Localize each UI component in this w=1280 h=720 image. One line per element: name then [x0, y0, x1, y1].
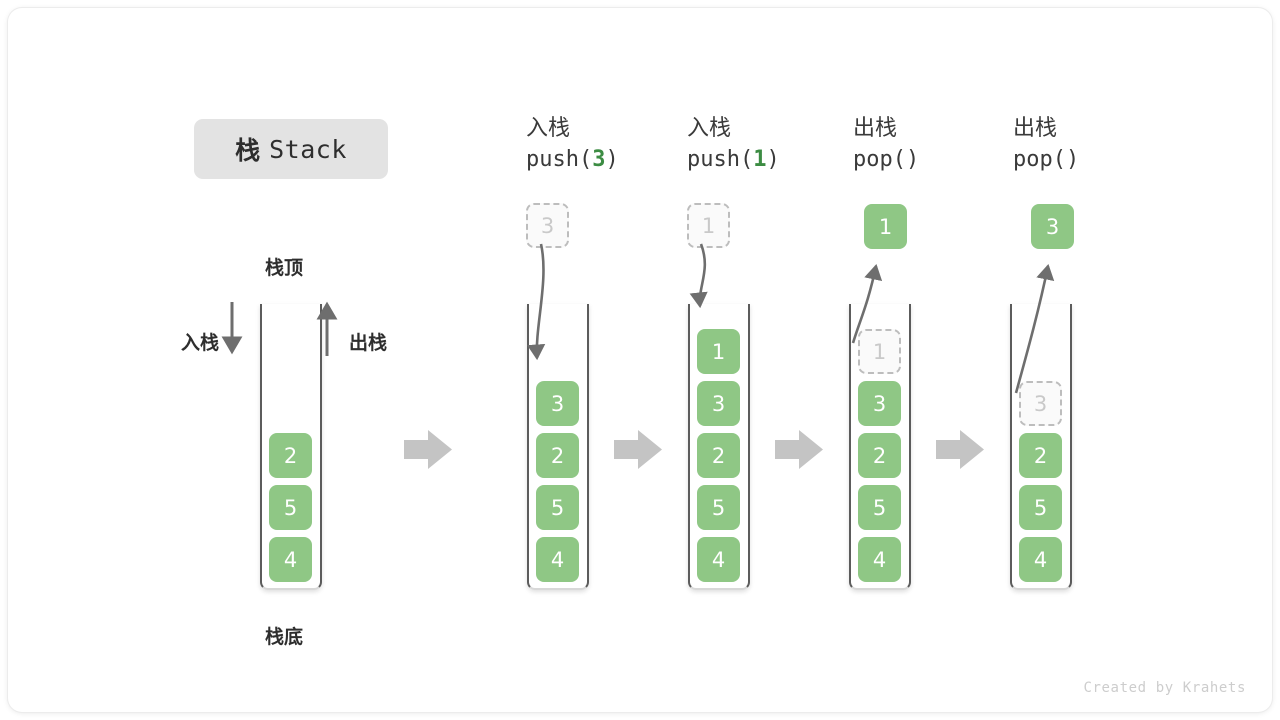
- code-suffix: ): [605, 147, 619, 172]
- stack-cell: 2: [858, 433, 901, 478]
- flow-arrow-1-icon: [404, 430, 452, 469]
- stack-top-label: 栈顶: [265, 257, 304, 279]
- title-cn: 栈: [235, 136, 261, 165]
- code-arg: 3: [592, 147, 606, 172]
- column-header-code: push(3): [526, 144, 619, 176]
- stack-cell: 3: [536, 381, 579, 426]
- stack-cell: 5: [536, 485, 579, 530]
- column-header-push-3: 入栈 push(3): [526, 114, 619, 176]
- code-prefix: pop(: [1013, 147, 1066, 172]
- stack-cell: 1: [697, 329, 740, 374]
- column-header-cn: 出栈: [853, 116, 898, 141]
- stack-cell: 5: [269, 485, 312, 530]
- pop-direction-label: 出栈: [349, 332, 388, 354]
- column-header-push-1: 入栈 push(1): [687, 114, 780, 176]
- code-prefix: push(: [687, 147, 754, 172]
- stack-cell: 2: [697, 433, 740, 478]
- column-header-code: push(1): [687, 144, 780, 176]
- stack-cell: 3: [858, 381, 901, 426]
- stack-cell: 3: [697, 381, 740, 426]
- stack-bottom-label: 栈底: [265, 626, 304, 648]
- incoming-value-ghost: 3: [526, 203, 569, 248]
- stack-cell: 4: [858, 537, 901, 582]
- column-header-cn: 入栈: [526, 116, 571, 141]
- stack-cell-ghost: 1: [858, 329, 901, 374]
- diagram-card: 栈 Stack 栈顶 入栈 出栈 2 5 4 栈底 入栈 push(3) 3 3…: [8, 8, 1272, 712]
- code-suffix: ): [905, 147, 920, 172]
- stack-cell: 4: [697, 537, 740, 582]
- stack-cell: 4: [1019, 537, 1062, 582]
- title-en: Stack: [269, 134, 347, 164]
- code-suffix: ): [1065, 147, 1080, 172]
- flow-arrow-4-icon: [936, 430, 984, 469]
- footer-credit: Created by Krahets: [1083, 680, 1246, 696]
- popped-value-cell: 3: [1031, 204, 1074, 249]
- column-header-code: pop(): [1013, 144, 1079, 176]
- stack-container-initial: [260, 304, 322, 590]
- flow-arrow-3-icon: [775, 430, 823, 469]
- push-direction-label: 入栈: [181, 332, 220, 354]
- diagram-title-badge: 栈 Stack: [194, 119, 388, 179]
- code-suffix: ): [766, 147, 780, 172]
- stack-cell: 5: [697, 485, 740, 530]
- stack-cell: 4: [536, 537, 579, 582]
- popped-value-cell: 1: [864, 204, 907, 249]
- stack-container-push-3: [527, 304, 589, 590]
- stack-cell: 5: [1019, 485, 1062, 530]
- code-prefix: pop(: [853, 147, 906, 172]
- incoming-value-ghost: 1: [687, 203, 730, 248]
- column-header-pop-2: 出栈 pop(): [1013, 114, 1079, 176]
- stack-container-pop-1: [849, 304, 911, 590]
- column-header-pop-1: 出栈 pop(): [853, 114, 919, 176]
- code-prefix: push(: [526, 147, 593, 172]
- flow-arrow-2-icon: [614, 430, 662, 469]
- column-header-cn: 出栈: [1013, 116, 1058, 141]
- stack-cell: 2: [269, 433, 312, 478]
- stack-cell: 4: [269, 537, 312, 582]
- column-header-code: pop(): [853, 144, 919, 176]
- stack-cell: 2: [536, 433, 579, 478]
- stack-cell-ghost: 3: [1019, 381, 1062, 426]
- push-1-motion-arrow-icon: [689, 243, 708, 309]
- column-header-cn: 入栈: [687, 116, 732, 141]
- stack-container-push-1: [688, 304, 750, 590]
- arrow-overlay: [221, 243, 1055, 469]
- stack-cell: 5: [858, 485, 901, 530]
- stack-cell: 2: [1019, 433, 1062, 478]
- code-arg: 1: [753, 147, 767, 172]
- stack-container-pop-2: [1010, 304, 1072, 590]
